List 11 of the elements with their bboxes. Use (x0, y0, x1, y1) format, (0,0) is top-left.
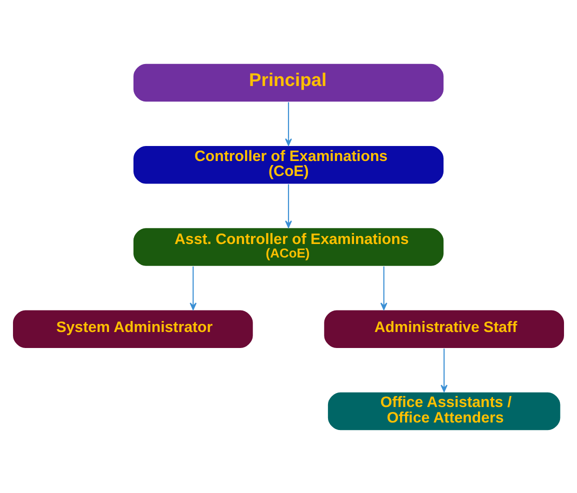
node-box: Controller of Examinations (CoE) (132, 144, 445, 184)
arrow (190, 266, 197, 310)
node-box: System Administrator (12, 308, 254, 349)
arrow (440, 348, 448, 392)
node-box: Asst. Controller of Examinations (ACoE) (132, 226, 445, 266)
arrow (380, 266, 388, 310)
node-box: Principal (132, 62, 445, 102)
arrow (285, 184, 292, 228)
node-box: Administrative Staff (323, 308, 566, 349)
node-box: Office Assistants / Office Attenders (326, 390, 562, 431)
arrow (285, 102, 292, 146)
